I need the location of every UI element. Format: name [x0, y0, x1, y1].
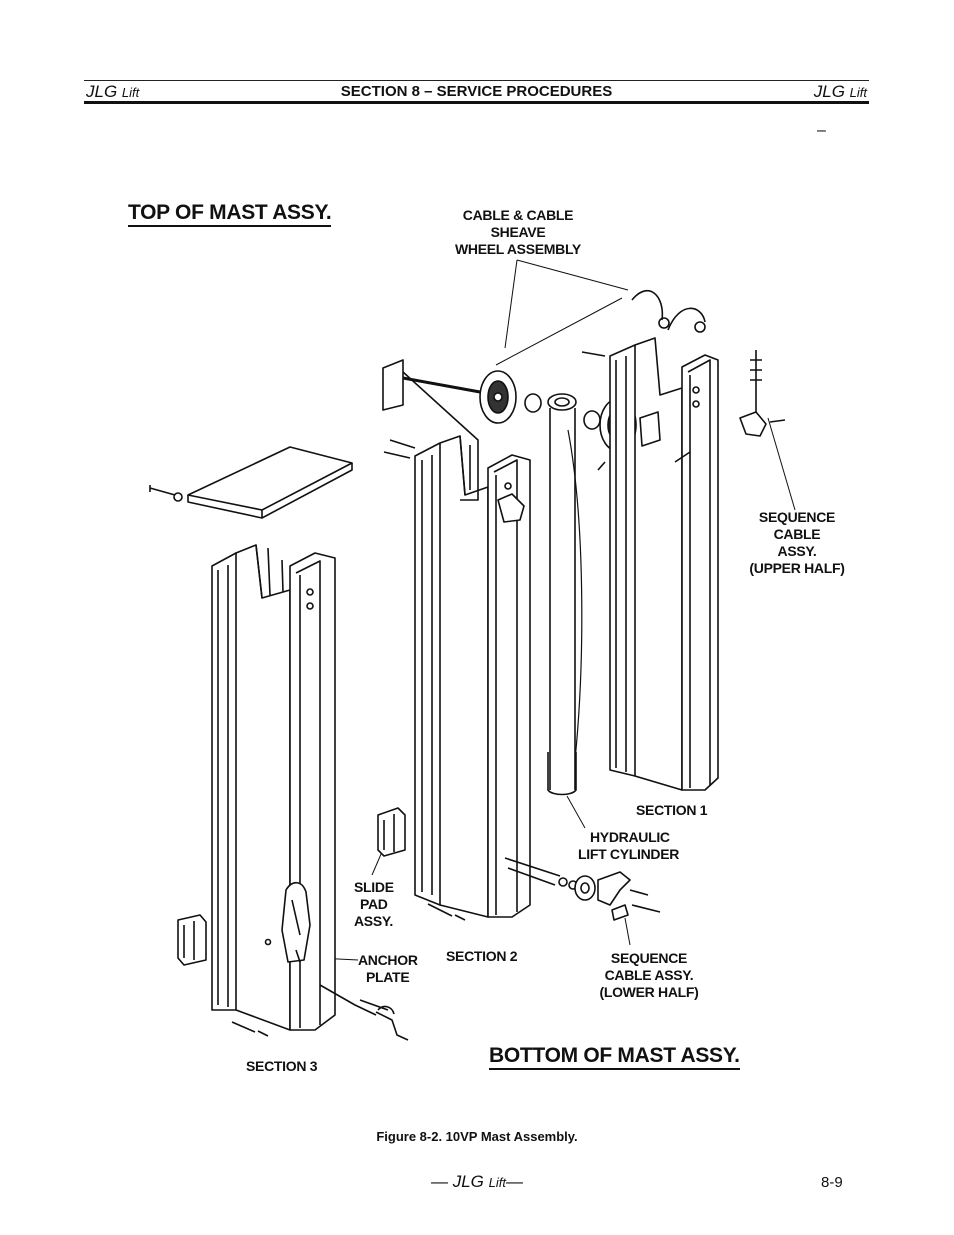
label-cable-sheave: CABLE & CABLE SHEAVE WHEEL ASSEMBLY: [455, 207, 581, 257]
margin-mark: –: [817, 122, 826, 139]
label-anchor-plate: ANCHOR PLATE: [358, 952, 418, 985]
header-rule-top: [84, 80, 869, 81]
label-section-2: SECTION 2: [446, 948, 518, 964]
top-cover-plate: [149, 446, 353, 519]
header-section-title: SECTION 8 – SERVICE PROCEDURES: [340, 83, 613, 100]
leader-lines: [317, 259, 796, 961]
title-top-of-mast: TOP OF MAST ASSY.: [128, 202, 332, 227]
mast-section-3: [177, 544, 409, 1041]
page-footer: — JLG Lift—: [431, 1172, 523, 1191]
label-sequence-upper: SEQUENCE CABLE ASSY. (UPPER HALF): [749, 509, 845, 576]
title-bottom-of-mast: BOTTOM OF MAST ASSY.: [489, 1045, 740, 1070]
header-right-brand: JLG Lift: [813, 82, 867, 101]
figure-caption: Figure 8-2. 10VP Mast Assembly.: [376, 1129, 578, 1144]
hydraulic-cylinder: [547, 393, 583, 796]
label-slide-pad: SLIDE PAD ASSY.: [354, 879, 394, 929]
mast-section-2: [377, 359, 531, 921]
label-sequence-lower: SEQUENCE CABLE ASSY. (LOWER HALF): [599, 950, 699, 1000]
mast-section-1: [581, 337, 786, 791]
label-hydraulic-cylinder: HYDRAULIC LIFT CYLINDER: [578, 829, 680, 862]
label-section-1: SECTION 1: [636, 802, 708, 818]
header-left-brand: JLG Lift: [86, 82, 140, 101]
label-section-3: SECTION 3: [246, 1058, 318, 1074]
header-rule-bottom: [84, 101, 869, 104]
page-number: 8-9: [821, 1174, 843, 1191]
page-header: JLG Lift SECTION 8 – SERVICE PROCEDURES …: [84, 80, 869, 104]
lower-sequence-cable-hardware: [504, 857, 661, 921]
